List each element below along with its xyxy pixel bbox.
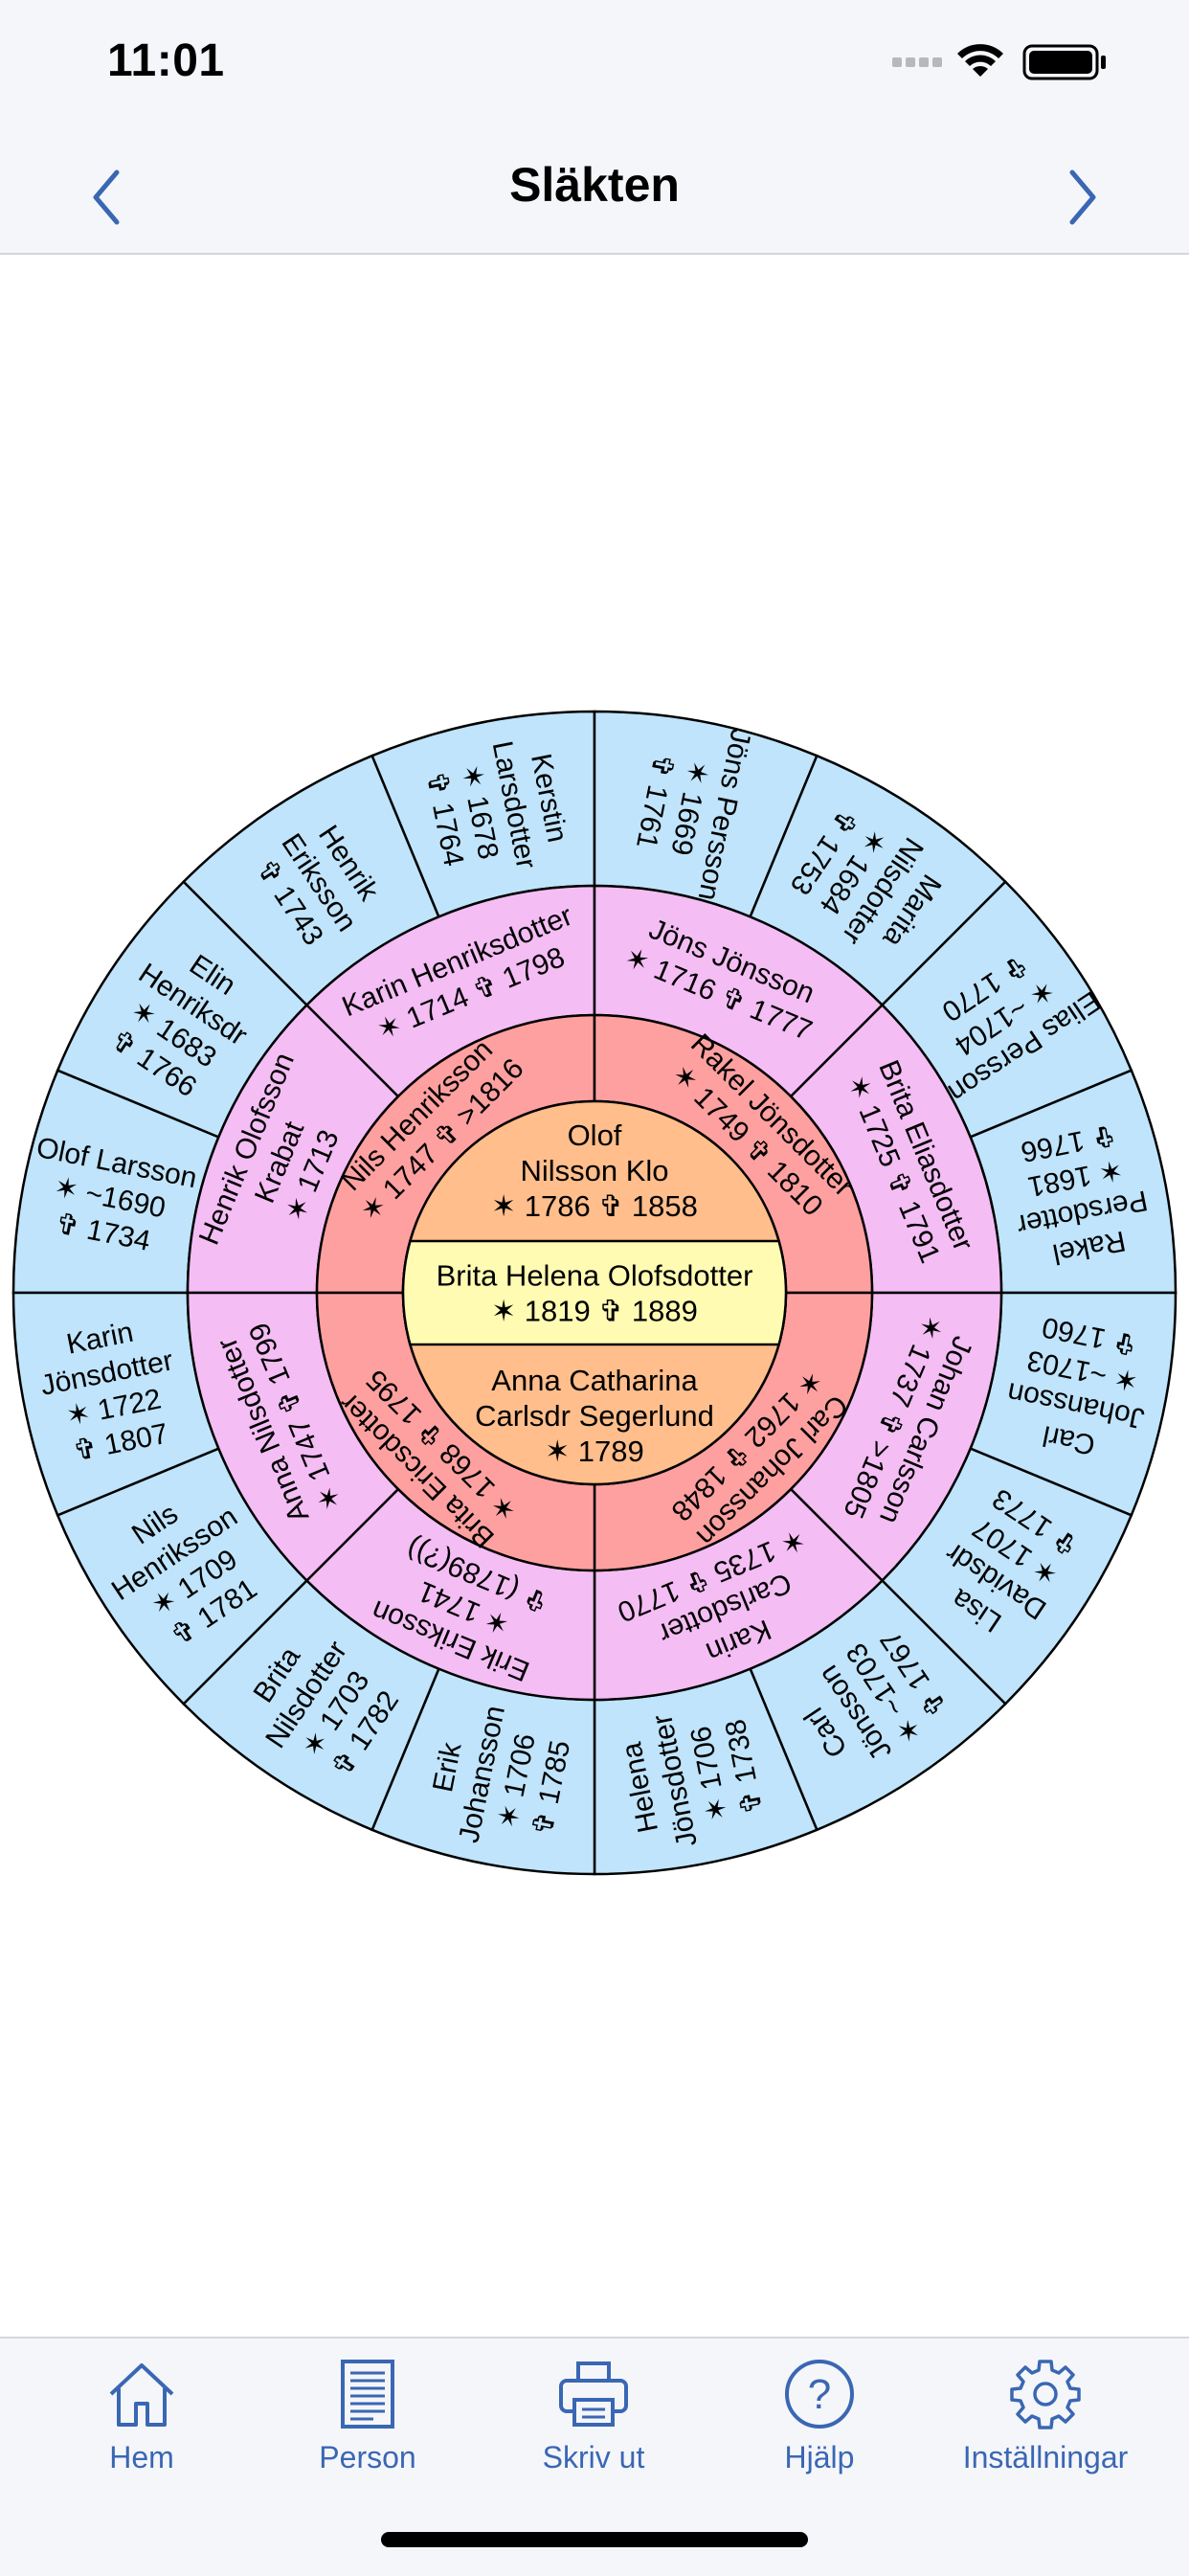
status-time: 11:01: [107, 35, 225, 86]
wifi-icon: [957, 44, 1003, 77]
gen4-person-6[interactable]: Elias Persson✶ ~1704✞ 1770: [880, 880, 1133, 1139]
home-indicator: [381, 2532, 808, 2547]
battery-icon: [1022, 44, 1106, 80]
person-text-line: Nilsson Klo: [520, 1154, 668, 1187]
signal-icon: [892, 57, 942, 67]
tab-settings[interactable]: Inställningar: [927, 2356, 1164, 2509]
tab-print[interactable]: Skriv ut: [475, 2356, 712, 2509]
gen4-person-4[interactable]: Jöns Persson✶ 1669✞ 1761: [593, 710, 819, 918]
gen4-person-0[interactable]: Olof Larsson✶ ~1690✞ 1734: [11, 1069, 220, 1295]
center-person[interactable]: Brita Helena Olofsdotter✶ 1819 ✞ 1889: [401, 1239, 788, 1346]
help-icon: ?: [785, 2360, 854, 2429]
status-bar: 11:01: [0, 0, 1189, 134]
tab-home-label: Hem: [109, 2440, 174, 2474]
printer-icon: [559, 2361, 628, 2427]
center-band: [401, 1239, 788, 1346]
nav-bar: Släkten: [0, 134, 1189, 255]
fan-chart-svg: Olof Larsson✶ ~1690✞ 1734ElinHenriksdr✶ …: [11, 710, 1178, 1876]
tab-person[interactable]: Person: [249, 2356, 486, 2509]
tab-home[interactable]: Hem: [23, 2356, 260, 2509]
person-text-line: Anna Catharina: [491, 1364, 698, 1397]
person-text-line: ✶ 1786 ✞ 1858: [491, 1189, 698, 1223]
person-text-line: Olof: [568, 1119, 622, 1152]
svg-text:?: ?: [808, 2371, 831, 2418]
tab-help-label: Hjälp: [784, 2440, 855, 2474]
gen3-person-2[interactable]: Jöns Jönsson✶ 1716 ✞ 1777: [593, 884, 885, 1098]
gen3-person-4[interactable]: Johan Carlsson✶ 1737 ✞ >1805: [789, 1291, 1003, 1583]
person-text-line: Brita Helena Olofsdotter: [437, 1259, 753, 1293]
home-icon: [109, 2363, 174, 2427]
person-text-line: Carlsdr Segerlund: [475, 1399, 714, 1433]
tab-settings-label: Inställningar: [962, 2440, 1129, 2474]
tab-print-label: Skriv ut: [542, 2440, 645, 2474]
person-text-line: ✶ 1789: [545, 1435, 644, 1468]
tab-help[interactable]: ? Hjälp: [701, 2356, 938, 2509]
chevron-left-icon: [93, 169, 120, 225]
person-text-line: ✶ 1819 ✞ 1889: [491, 1295, 698, 1328]
gen3-person-7[interactable]: Anna Nilsdotter✶ 1747 ✞ 1799: [186, 1291, 400, 1583]
document-icon: [341, 2360, 394, 2429]
forward-button[interactable]: [1040, 159, 1116, 236]
status-icons: [892, 42, 1132, 80]
chevron-right-icon: [1069, 169, 1096, 225]
tab-person-label: Person: [319, 2440, 416, 2474]
gear-icon: [1010, 2360, 1081, 2429]
back-button[interactable]: [73, 159, 149, 236]
page-title: Släkten: [509, 158, 680, 212]
